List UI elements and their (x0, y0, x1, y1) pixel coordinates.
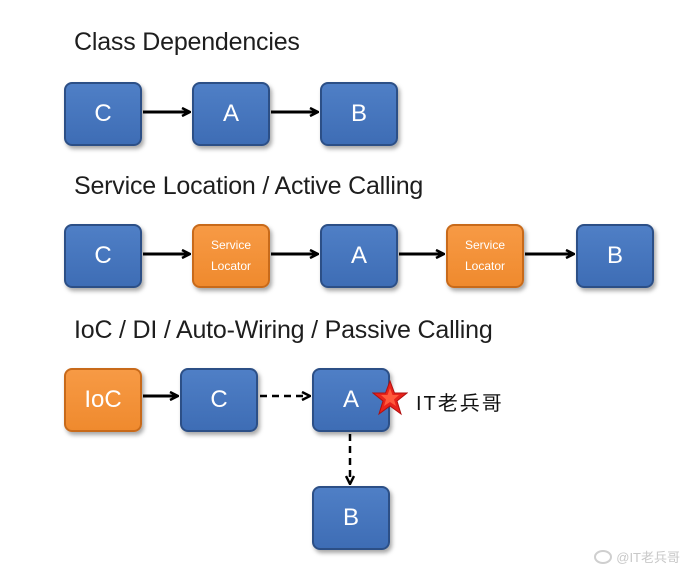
title-service-location: Service Location / Active Calling (74, 172, 424, 200)
node-b-row3: B (312, 486, 390, 550)
node-c-row1: C (64, 82, 142, 146)
node-a-row1: A (192, 82, 270, 146)
node-b-row2: B (576, 224, 654, 288)
node-ioc: IoC (64, 368, 142, 432)
star-icon (372, 380, 408, 416)
node-c-row3: C (180, 368, 258, 432)
node-b-row1: B (320, 82, 398, 146)
node-service-locator-2: Service Locator (446, 224, 524, 288)
weibo-icon (594, 549, 613, 564)
node-a-row2: A (320, 224, 398, 288)
watermark-text: IT老兵哥 (416, 393, 504, 415)
node-service-locator-1: Service Locator (192, 224, 270, 288)
weibo-watermark-text: @IT老兵哥 (616, 550, 680, 565)
title-ioc: IoC / DI / Auto-Wiring / Passive Calling (74, 316, 493, 344)
node-c-row2: C (64, 224, 142, 288)
title-class-dependencies: Class Dependencies (74, 28, 300, 56)
weibo-watermark: @IT老兵哥 (594, 547, 680, 566)
